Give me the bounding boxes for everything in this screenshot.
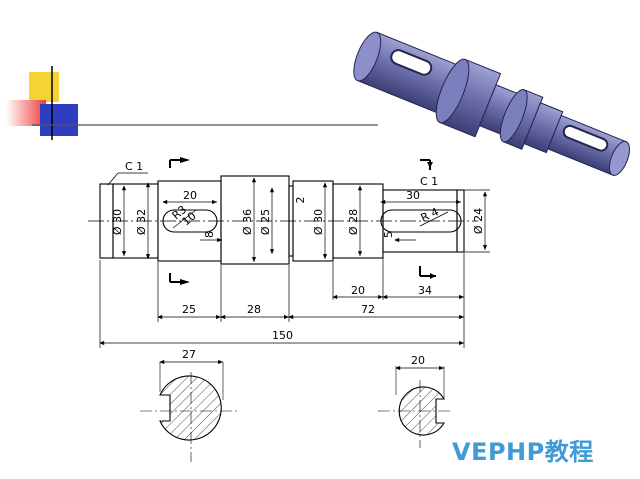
- section-view-right: [378, 365, 450, 448]
- shaft-3d-keyway-right: [562, 124, 609, 152]
- corner-decoration: [6, 66, 378, 140]
- shaft-3d-end-face: [353, 31, 382, 82]
- dim-key-right-depth: 5: [382, 231, 395, 238]
- dim-key-left-depth: 8: [203, 231, 216, 238]
- deco-blue-square: [40, 104, 78, 136]
- dim-d30-left: Ø 30: [111, 209, 124, 235]
- dim-section-right-20: 20: [411, 354, 425, 367]
- shaft-3d-model: [353, 31, 630, 176]
- deco-red-square: [6, 100, 46, 126]
- length-dim-lines: [99, 253, 465, 348]
- brand-watermark: VEPHP教程: [452, 438, 594, 466]
- dim-section-left-27: 27: [182, 348, 196, 361]
- diameter-dim-lines: [121, 177, 490, 262]
- deco-yellow-square: [29, 72, 59, 102]
- segment-chamfer-right: [456, 189, 465, 253]
- shaft-3d-end-face: [608, 140, 630, 176]
- dim-d25: Ø 25: [259, 209, 272, 235]
- shaft-3d-keyway-left: [390, 49, 433, 76]
- section-label-right: C 1: [420, 175, 438, 188]
- keyway-left: [162, 209, 218, 233]
- dim-key-right-len: 30: [406, 189, 420, 202]
- dim-len-28: 28: [247, 303, 261, 316]
- shaft-front-view: [88, 175, 478, 265]
- keyway-dim-lines: [162, 199, 461, 243]
- dim-d30-mid: Ø 30: [312, 209, 325, 235]
- segment-d36: [220, 175, 290, 265]
- dim-len-34: 34: [418, 284, 432, 297]
- dim-d32: Ø 32: [135, 209, 148, 235]
- dim-key-right-r: R 4: [419, 205, 441, 224]
- section-label-left: C 1: [125, 160, 143, 173]
- dim-len-20: 20: [351, 284, 365, 297]
- dim-len-150: 150: [272, 329, 293, 342]
- section-left-body: [159, 375, 222, 441]
- dim-chamfer: 2: [294, 197, 307, 204]
- dim-key-left-len: 20: [183, 189, 197, 202]
- section-view-left: [140, 359, 240, 462]
- section-markers: [169, 157, 436, 285]
- dim-d28: Ø 28: [347, 209, 360, 235]
- dim-len-25: 25: [182, 303, 196, 316]
- dim-len-72: 72: [361, 303, 375, 316]
- keyway-right: [380, 209, 462, 233]
- dim-d24: Ø 24: [472, 208, 485, 234]
- section-mark-right-bottom: [419, 266, 436, 277]
- dim-d36: Ø 36: [241, 209, 254, 235]
